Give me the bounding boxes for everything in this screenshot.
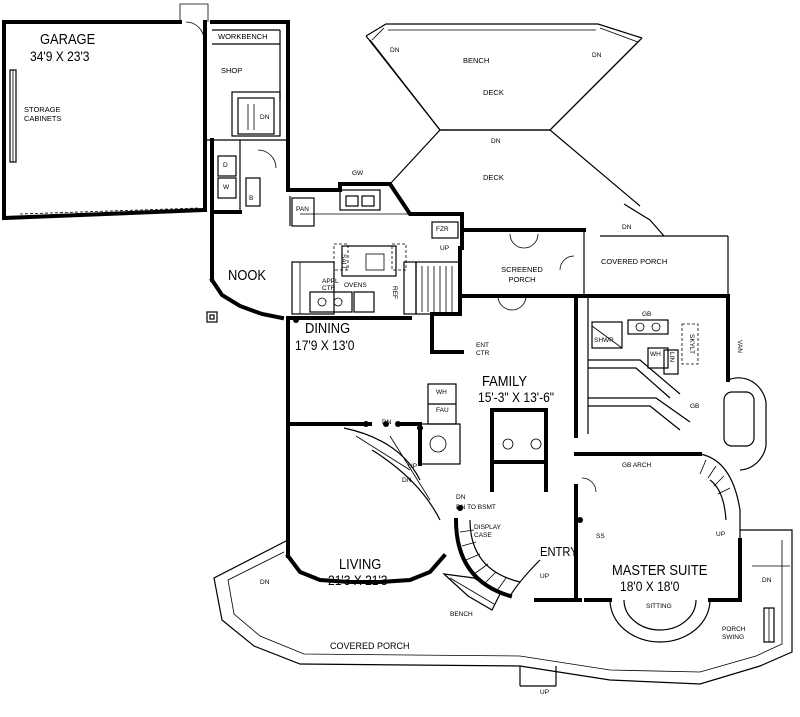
- label-bench-entry: BENCH: [450, 611, 473, 618]
- stair-dn-hall: DN: [456, 494, 466, 501]
- kitchen-walls: [206, 138, 464, 323]
- stair-dn-to-bsmt: DN TO BSMT: [456, 504, 496, 511]
- garage-walls: [2, 3, 290, 221]
- label-ovens: OVENS: [344, 282, 367, 289]
- room-dims-living: 21'3 X 21'3: [328, 572, 388, 588]
- entry-stairs: [442, 517, 582, 611]
- label-deck-lower: DECK: [483, 173, 504, 182]
- stair-dn-deck-right: DN: [592, 52, 602, 59]
- label-ss: SS: [596, 533, 605, 540]
- label-bath: B: [249, 195, 254, 202]
- living-walls: [285, 316, 447, 584]
- room-name-garage: GARAGE: [40, 31, 96, 48]
- label-covered-porch-east: COVERED PORCH: [601, 257, 668, 266]
- label-deck-upper: DECK: [483, 88, 504, 97]
- label-fzr: FZR: [436, 226, 449, 233]
- stair-up-porch-south: UP: [540, 689, 550, 696]
- room-dims-garage: 34'9 X 23'3: [30, 48, 90, 64]
- label-refr: REF: [391, 286, 398, 299]
- label-salt: SALT: [340, 254, 347, 270]
- stair-dn-living: DN: [382, 419, 392, 426]
- stair-dn-porch-east: DN: [762, 577, 772, 584]
- label-porch-swing: PORCH SWING: [722, 626, 746, 641]
- label-gb-2: GB: [690, 403, 700, 410]
- room-dims-master-suite: 18'0 X 18'0: [620, 578, 680, 594]
- porch-walls: [460, 228, 730, 311]
- room-name-master-suite: MASTER SUITE: [612, 562, 708, 579]
- center-stairs: [415, 246, 464, 354]
- label-shop: SHOP: [221, 66, 243, 75]
- stair-dn-deck-center: DN: [491, 138, 501, 145]
- label-wh-master: WH: [650, 351, 661, 358]
- label-van: VAN: [736, 340, 743, 353]
- label-lin: LIN: [668, 352, 675, 363]
- stair-dn-living-2: DN: [402, 477, 412, 484]
- label-appl-ctr: APPL CTR: [322, 278, 339, 292]
- stair-dn-covered-porch: DN: [622, 224, 632, 231]
- label-ent-ctr: ENT CTR: [476, 342, 490, 357]
- label-gw: GW: [352, 170, 364, 177]
- room-dims-dining: 17'9 X 13'0: [295, 337, 355, 353]
- label-fau: FAU: [436, 407, 449, 414]
- south-porch-outline: [213, 529, 793, 687]
- stair-up-living: UP: [408, 463, 418, 470]
- label-pan: PAN: [296, 206, 309, 213]
- label-display-case: DISPLAY CASE: [474, 524, 501, 539]
- room-dims-family: 15'-3" X 13'-6": [478, 389, 555, 405]
- label-sitting: SITTING: [646, 603, 672, 610]
- label-bench-deck: BENCH: [463, 56, 490, 65]
- label-dryer: D: [223, 162, 228, 169]
- deck-outline: [365, 23, 665, 237]
- master-walls: [574, 294, 767, 643]
- label-workbench: WORKBENCH: [218, 32, 268, 41]
- room-name-living: LIVING: [339, 556, 382, 573]
- label-shwr: SHWR: [594, 337, 614, 344]
- stair-dn-shop: DN: [260, 114, 270, 121]
- stair-up-master: UP: [716, 531, 726, 538]
- label-storage-cabinets: STORAGE CABINETS: [24, 105, 62, 123]
- laundry-walls: [210, 138, 277, 214]
- porch-posts: [293, 317, 583, 523]
- room-name-dining: DINING: [305, 320, 351, 337]
- label-nook: NOOK: [228, 267, 267, 284]
- stair-dn-deck-left: DN: [390, 47, 400, 54]
- label-washer: W: [223, 184, 230, 191]
- stair-up-center: UP: [440, 245, 450, 252]
- label-wh-hall: WH: [436, 389, 447, 396]
- label-covered-porch-south: COVERED PORCH: [330, 641, 410, 651]
- stair-dn-porch-west: DN: [260, 579, 270, 586]
- label-entry: ENTRY: [540, 544, 578, 559]
- label-gb: GB: [642, 311, 652, 318]
- room-name-family: FAMILY: [482, 373, 527, 390]
- label-skylt: SKYLT: [688, 334, 695, 355]
- label-screened-porch: SCREENED PORCH: [501, 265, 543, 284]
- label-gb-arch: GB ARCH: [622, 462, 652, 469]
- stair-up-entry: UP: [540, 573, 550, 580]
